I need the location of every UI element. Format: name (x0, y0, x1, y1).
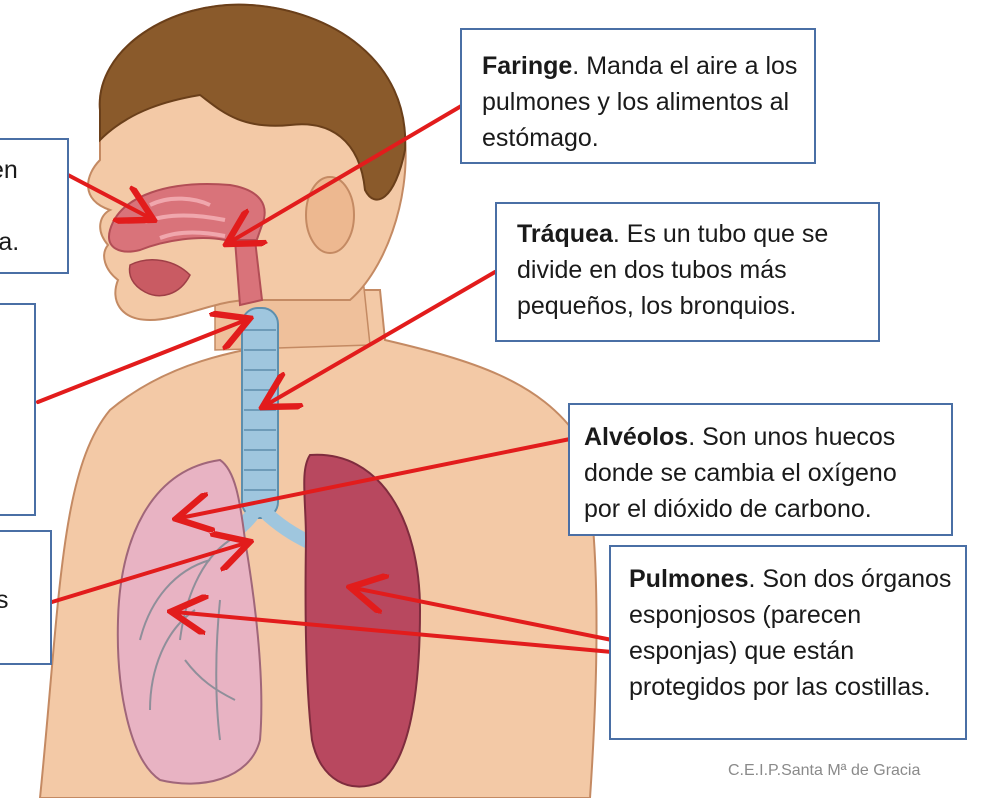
label-pulmones: Pulmones. Son dos órganos esponjosos (pa… (609, 545, 967, 740)
label-traquea: Tráquea. Es un tubo que se divide en dos… (495, 202, 880, 342)
arrow-laringe (36, 320, 246, 404)
label-nasal-line1: en (0, 156, 18, 184)
hair (98, 3, 407, 201)
label-bronquios-clipped: s (0, 530, 52, 665)
label-faringe-term: Faringe (482, 52, 573, 80)
label-faringe: Faringe. Manda el aire a los pulmones y … (460, 28, 816, 164)
label-traquea-term: Tráquea (517, 220, 613, 248)
label-pulmones-text: . Son dos órganos esponjosos (parecen es… (629, 565, 952, 701)
label-nasal-clipped: en ra. (0, 138, 69, 274)
label-traquea-text: . Es un tubo que se divide en dos tubos … (517, 220, 829, 320)
mouth (128, 259, 191, 297)
label-bronquios-clipped-text: s (0, 582, 9, 618)
ear (305, 176, 355, 254)
label-nasal-line2 (0, 188, 19, 224)
left-lung-branches (139, 539, 236, 741)
credit-text: C.E.I.P.Santa Mª de Gracia (728, 762, 921, 779)
arrow-traquea (266, 270, 497, 405)
label-alveolos: Alvéolos. Son unos huecos donde se cambi… (568, 403, 953, 536)
arrow-pulmones-left (175, 612, 614, 654)
arrow-pulmones-right (354, 588, 614, 642)
arrow-bronquios (50, 543, 246, 604)
arrow-nasal (66, 173, 150, 218)
arrows (36, 103, 614, 654)
label-nasal-line3: ra. (0, 228, 20, 256)
arrow-alveolos (180, 435, 582, 518)
label-pulmones-term: Pulmones (629, 565, 749, 593)
label-laringe-clipped (0, 303, 36, 516)
label-alveolos-term: Alvéolos (584, 423, 689, 451)
label-alveolos-text: . Son unos huecos donde se cambia el oxí… (584, 423, 897, 523)
label-nasal-clipped-text: en ra. (0, 152, 19, 260)
arrow-faringe (230, 103, 465, 242)
label-faringe-text: . Manda el aire a los pulmones y los ali… (482, 52, 798, 152)
right-lung (303, 453, 422, 788)
trachea (241, 307, 279, 519)
